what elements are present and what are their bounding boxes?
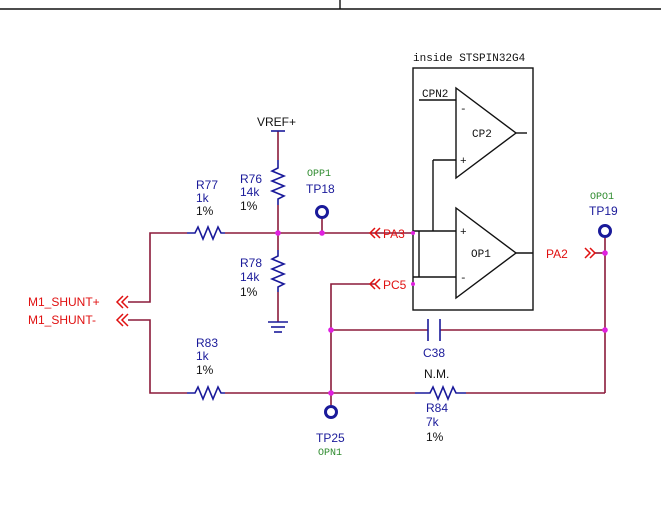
op1-plus-sign: + xyxy=(460,227,467,239)
c38-ref: C38 xyxy=(423,346,445,360)
r78-ref: R78 xyxy=(240,256,262,270)
junction-dot xyxy=(275,230,281,236)
junction-dot xyxy=(328,327,334,333)
r77-value: 1k xyxy=(196,191,210,205)
r84-value: 7k xyxy=(426,415,440,429)
port-pc5: PC5 xyxy=(368,278,407,292)
ground-icon xyxy=(268,321,288,333)
testpoint-tp18: OPP1 TP18 xyxy=(306,169,335,219)
capacitor-c38: C38 xyxy=(423,319,445,360)
r83-value: 1k xyxy=(196,349,210,363)
port-pa3: PA3 xyxy=(368,227,405,241)
vref-label: VREF+ xyxy=(257,115,296,129)
wires xyxy=(128,131,606,405)
junction-dot xyxy=(319,230,325,236)
pc5-label: PC5 xyxy=(383,278,407,292)
cp2-plus-sign: + xyxy=(460,156,467,168)
pa2-label: PA2 xyxy=(546,247,568,261)
junction-dot xyxy=(411,282,415,286)
tp19-ref: TP19 xyxy=(589,204,618,218)
resistor-r76: R76 14k 1% xyxy=(240,160,287,213)
pa3-label: PA3 xyxy=(383,227,405,241)
port-m1-shunt-plus: M1_SHUNT+ xyxy=(28,295,129,309)
port-m1-shunt-minus: M1_SHUNT- xyxy=(28,313,129,327)
r84-tol: 1% xyxy=(426,430,444,444)
junction-dot xyxy=(602,327,608,333)
r78-value: 14k xyxy=(240,270,260,284)
op1-minus-sign: - xyxy=(460,273,467,285)
r78-tol: 1% xyxy=(240,285,258,299)
r84-note: N.M. xyxy=(424,367,449,381)
junction-dot xyxy=(328,390,334,396)
r76-tol: 1% xyxy=(240,199,258,213)
cp2-pin-label: CPN2 xyxy=(422,89,448,101)
opamp-op1: + - OP1 xyxy=(413,206,533,300)
resistor-r77: R77 1k 1% xyxy=(187,178,225,242)
cp2-name: CP2 xyxy=(472,129,492,141)
vref-power-symbol: VREF+ xyxy=(257,115,296,132)
resistor-r84: N.M. R84 7k 1% xyxy=(415,367,466,444)
tp18-ref: TP18 xyxy=(306,182,335,196)
cp2-minus-sign: - xyxy=(460,104,467,116)
r84-ref: R84 xyxy=(426,401,448,415)
tp19-net: OPO1 xyxy=(590,192,614,203)
r83-tol: 1% xyxy=(196,363,214,377)
ic-title: inside STSPIN32G4 xyxy=(413,53,526,65)
junction-dot xyxy=(602,250,608,256)
junction-dot xyxy=(411,231,415,235)
testpoint-tp25: TP25 OPN1 xyxy=(316,405,345,459)
op1-name: OP1 xyxy=(471,249,491,261)
port-pa2: PA2 xyxy=(546,247,597,261)
m1-shunt-minus-label: M1_SHUNT- xyxy=(28,313,96,327)
m1-shunt-plus-label: M1_SHUNT+ xyxy=(28,295,100,309)
r77-ref: R77 xyxy=(196,178,218,192)
junctions xyxy=(275,230,608,396)
comparator-cp2: CPN2 - + CP2 xyxy=(419,86,527,180)
r77-tol: 1% xyxy=(196,204,214,218)
tp25-ref: TP25 xyxy=(316,431,345,445)
r83-ref: R83 xyxy=(196,336,218,350)
tp25-net: OPN1 xyxy=(318,448,342,459)
tp18-net: OPP1 xyxy=(307,169,331,180)
testpoint-tp19: OPO1 TP19 xyxy=(589,192,618,238)
resistor-r78: R78 14k 1% xyxy=(240,250,287,299)
r76-value: 14k xyxy=(240,185,260,199)
stspin32g4-box: inside STSPIN32G4 xyxy=(412,53,534,311)
r76-ref: R76 xyxy=(240,172,262,186)
resistor-r83: R83 1k 1% xyxy=(187,336,225,402)
